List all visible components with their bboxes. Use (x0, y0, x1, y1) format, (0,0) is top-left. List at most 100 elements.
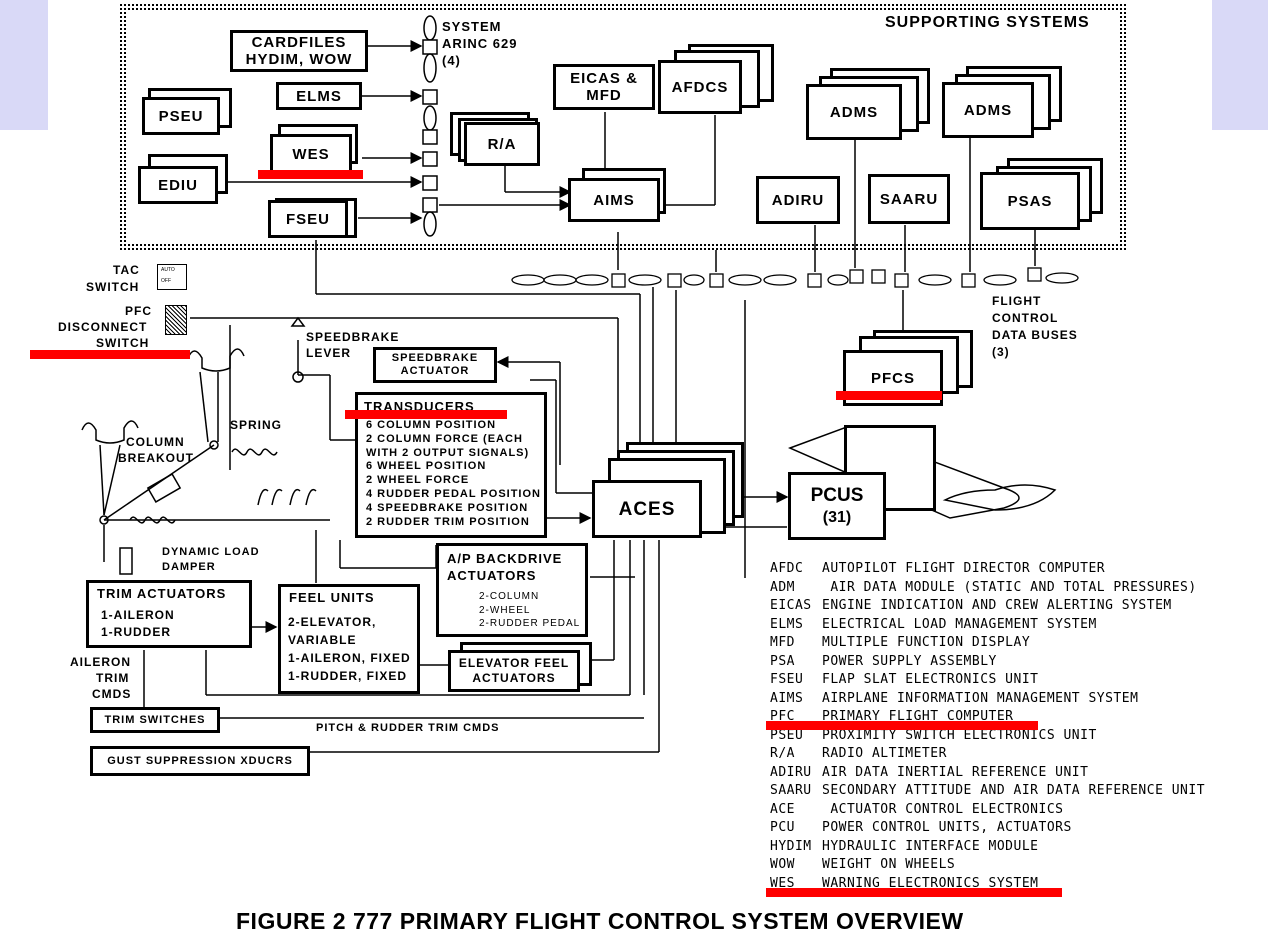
aims-box: AIMS (568, 178, 660, 222)
pfc-disconnect-label-line3: SWITCH (96, 336, 150, 350)
glossary-abbr: WES (770, 875, 795, 891)
glossary-text: ELECTRICAL LOAD MANAGEMENT SYSTEM (822, 616, 1097, 632)
speedbrake-lever-label-line2: LEVER (306, 346, 352, 360)
trim-actuators-heading: TRIM ACTUATORS (97, 586, 227, 601)
fcdb-label-line4: (3) (992, 345, 1010, 359)
aileron-trim-label-line2: TRIM (96, 671, 130, 685)
aileron-trim-label-line1: AILERON (70, 655, 131, 669)
feel-units-box: FEEL UNITS 2-ELEVATOR, VARIABLE 1-AILERO… (278, 584, 420, 694)
transducer-item: 4 RUDDER PEDAL POSITION (366, 487, 541, 500)
glossary-abbr: ELMS (770, 616, 804, 632)
afdcs-box: AFDCS (658, 60, 742, 114)
glossary-text: RADIO ALTIMETER (822, 746, 947, 761)
glossary-abbr: SAARU (770, 783, 812, 798)
glossary-abbr: HYDIM (770, 838, 812, 854)
trim-actuator-item: 1-AILERON (101, 608, 175, 622)
cardfiles-box: CARDFILES HYDIM, WOW (230, 30, 368, 72)
glossary-text: PRIMARY FLIGHT COMPUTER (822, 709, 1014, 724)
glossary-abbr: FSEU (770, 672, 804, 687)
ra-box: R/A (464, 122, 540, 166)
glossary-abbr: R/A (770, 746, 795, 761)
pcus-count: (31) (822, 509, 852, 526)
transducers-list: 6 COLUMN POSITION 2 COLUMN FORCE (EACH W… (366, 419, 541, 529)
adms1-box: ADMS (806, 84, 902, 140)
glossary-abbr: MFD (770, 635, 795, 650)
supporting-systems-label: SUPPORTING SYSTEMS (885, 14, 1090, 31)
column-breakout-label-line1: COLUMN (126, 435, 185, 449)
transducer-item: WITH 2 OUTPUT SIGNALS) (366, 446, 530, 459)
ap-backdrive-box: A/P BACKDRIVE ACTUATORS 2-COLUMN 2-WHEEL… (436, 543, 588, 637)
glossary-row: PSEU PROXIMITY SWITCH ELECTRONICS UNIT (770, 727, 1205, 746)
glossary-abbr: AIMS (770, 690, 804, 706)
spring-label: SPRING (230, 418, 283, 432)
pitch-rudder-trim-label: PITCH & RUDDER TRIM CMDS (316, 722, 500, 734)
glossary-row: WES WARNING ELECTRONICS SYSTEM (770, 875, 1205, 894)
mechanical-linkage (81, 316, 330, 575)
eicas-box: EICAS & MFD (553, 64, 655, 110)
ap-backdrive-heading: A/P BACKDRIVE ACTUATORS (447, 551, 563, 583)
glossary-text: AIR DATA INERTIAL REFERENCE UNIT (822, 764, 1089, 780)
pfc-disconnect-switch[interactable] (165, 305, 187, 335)
glossary-text: POWER CONTROL UNITS, ACTUATORS (822, 820, 1072, 835)
dynamic-load-label-line1: DYNAMIC LOAD (162, 546, 260, 558)
glossary-abbr: PSA (770, 653, 795, 669)
elevator-feel-box: ELEVATOR FEEL ACTUATORS (448, 650, 580, 692)
elms-box: ELMS (276, 82, 362, 110)
fseu-box: FSEU (268, 200, 348, 238)
ap-backdrive-item: 2-WHEEL (479, 604, 531, 616)
glossary-text: PROXIMITY SWITCH ELECTRONICS UNIT (822, 727, 1097, 743)
transducer-item: 2 COLUMN FORCE (EACH (366, 432, 523, 445)
glossary-text: HYDRAULIC INTERFACE MODULE (822, 838, 1039, 854)
left-side-panel (0, 0, 48, 130)
trim-switches-box: TRIM SWITCHES (90, 707, 220, 733)
transducer-item: 4 SPEEDBRAKE POSITION (366, 501, 529, 514)
glossary-text: ACTUATOR CONTROL ELECTRONICS (822, 801, 1064, 817)
feel-unit-item: 1-RUDDER, FIXED (288, 669, 408, 683)
pcus-label: PCUS (810, 485, 864, 506)
pcus-box: PCUS (31) (788, 472, 886, 540)
transducer-item: 6 COLUMN POSITION (366, 419, 497, 431)
fcdb-label-line3: DATA BUSES (992, 328, 1078, 342)
gust-suppression-box: GUST SUPPRESSION XDUCRS (90, 746, 310, 776)
glossary-row: PSA POWER SUPPLY ASSEMBLY (770, 653, 1205, 672)
tac-switch-off-label: OFF (161, 278, 171, 284)
glossary-text: AIR DATA MODULE (STATIC AND TOTAL PRESSU… (822, 579, 1197, 595)
trim-actuators-box: TRIM ACTUATORS 1-AILERON 1-RUDDER (86, 580, 252, 648)
tac-switch-label-line2: SWITCH (86, 280, 140, 294)
fcdb-label-line1: FLIGHT (992, 294, 1042, 308)
trim-actuator-item: 1-RUDDER (101, 625, 172, 639)
glossary-text: ENGINE INDICATION AND CREW ALERTING SYST… (822, 598, 1172, 613)
adiru-box: ADIRU (756, 176, 840, 224)
pseu-box: PSEU (142, 97, 220, 135)
glossary-abbr: EICAS (770, 598, 812, 613)
wes-box: WES (270, 134, 352, 174)
glossary-row: AIMS AIRPLANE INFORMATION MANAGEMENT SYST… (770, 690, 1205, 709)
glossary-row: ACE ACTUATOR CONTROL ELECTRONICS (770, 801, 1205, 820)
feel-unit-item: 2-ELEVATOR, (288, 615, 377, 629)
glossary-text: POWER SUPPLY ASSEMBLY (822, 653, 997, 669)
glossary-row: ADM AIR DATA MODULE (STATIC AND TOTAL PR… (770, 579, 1205, 598)
glossary-text: SECONDARY ATTITUDE AND AIR DATA REFERENC… (822, 783, 1206, 798)
glossary-text: WARNING ELECTRONICS SYSTEM (822, 875, 1039, 891)
ediu-box: EDIU (138, 166, 218, 204)
psas-box: PSAS (980, 172, 1080, 230)
highlight-glossary-pfc (766, 721, 1038, 730)
glossary-abbr: AFDC (770, 561, 804, 576)
glossary-text: AIRPLANE INFORMATION MANAGEMENT SYSTEM (822, 690, 1139, 706)
glossary-abbr: PSEU (770, 727, 804, 743)
ap-backdrive-item: 2-RUDDER PEDAL (479, 618, 581, 629)
highlight-glossary-wes (766, 888, 1062, 897)
aileron-trim-label-line3: CMDS (92, 687, 132, 701)
dynamic-load-label-line2: DAMPER (162, 561, 216, 573)
ap-backdrive-item: 2-COLUMN (479, 591, 540, 602)
glossary-abbr: WOW (770, 857, 795, 872)
arinc-bus (422, 15, 438, 237)
tac-switch[interactable]: AUTO OFF (157, 264, 187, 290)
pfc-disconnect-label-line2: DISCONNECT (58, 320, 148, 334)
adms2-box: ADMS (942, 82, 1034, 138)
tac-switch-auto-label: AUTO (161, 267, 175, 273)
highlight-transducers (345, 410, 507, 419)
highlight-wes (258, 170, 363, 179)
